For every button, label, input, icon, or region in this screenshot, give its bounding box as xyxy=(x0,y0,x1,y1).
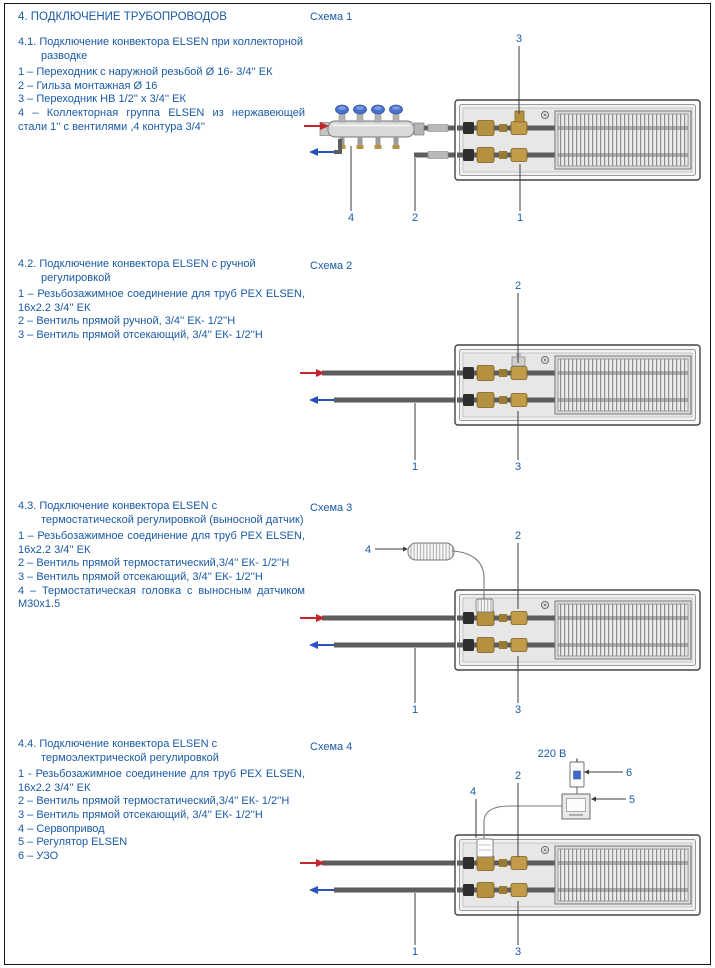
legend-item: 2 – Гильза монтажная Ø 16 xyxy=(18,79,158,92)
schema-2-diagram: 2 1 3 xyxy=(299,280,700,473)
callout-number: 1 xyxy=(517,212,523,224)
supply-arrow-icon xyxy=(299,368,326,378)
section-heading: 4.4. Подключение конвектора ELSEN с терм… xyxy=(18,738,219,764)
return-arrow-icon xyxy=(308,395,335,405)
convector-unit xyxy=(455,345,700,425)
legend-item: 4 – Сервопривод xyxy=(18,822,105,835)
section-heading: 4.2. Подключение конвектора ELSEN с ручн… xyxy=(18,258,256,284)
callout-number: 4 xyxy=(348,212,354,224)
page-title: 4. ПОДКЛЮЧЕНИЕ ТРУБОПРОВОДОВ xyxy=(18,11,227,23)
callout-arrowhead xyxy=(403,546,408,552)
callout-arrowhead xyxy=(591,796,596,802)
return-elbow xyxy=(334,139,342,154)
page-border xyxy=(4,3,711,965)
schema-2-label: Схема 2 xyxy=(310,260,353,272)
mounting-sleeve xyxy=(427,151,449,159)
legend-item: 2 – Вентиль прямой ручной, 3/4'' ЕК- 1/2… xyxy=(18,315,236,328)
callout-number: 2 xyxy=(412,212,418,224)
manifold-valve xyxy=(353,104,367,149)
callout-number: 1 xyxy=(412,461,418,473)
section-4-4: 4.4. Подключение конвектора ELSEN с терм… xyxy=(18,738,305,863)
return-arrow-icon xyxy=(308,640,335,650)
section-4-3: 4.3. Подключение конвектора ELSEN с терм… xyxy=(18,500,305,612)
callout-number: 3 xyxy=(515,704,521,716)
legend-item: 1 – Резьбозажимное соединение для труб P… xyxy=(18,288,305,314)
legend-item: 4 – Термостатическая головка с выносным … xyxy=(18,584,305,611)
legend-item: 1 – Переходник с наружной резьбой Ø 16- … xyxy=(18,66,273,79)
legend-item: 5 – Регулятор ELSEN xyxy=(18,836,128,849)
supply-arrow-icon xyxy=(299,858,326,868)
servo-actuator xyxy=(476,838,494,858)
callout-number: 5 xyxy=(629,794,635,806)
legend-item: 3 – Вентиль прямой отсекающий, 3/4'' ЕК-… xyxy=(18,570,263,583)
legend-item: 3 – Вентиль прямой отсекающий, 3/4'' ЕК-… xyxy=(18,328,263,341)
legend-item: 1 - Резьбозажимное соединение для труб P… xyxy=(18,768,305,794)
thermostatic-head xyxy=(475,598,494,613)
schema-4-label: Схема 4 xyxy=(310,741,353,753)
callout-number: 2 xyxy=(515,770,521,782)
callout-number: 2 xyxy=(515,530,521,542)
section-4-1: 4.1. Подключение конвектора ELSEN при ко… xyxy=(18,36,305,134)
schema-3-label: Схема 3 xyxy=(310,502,353,514)
legend-item: 2 – Вентиль прямой термостатический,3/4'… xyxy=(18,557,290,570)
callout-number: 4 xyxy=(470,786,476,798)
manifold-valve xyxy=(389,104,403,149)
callout-number: 3 xyxy=(515,946,521,958)
manifold-group xyxy=(319,104,425,149)
convector-unit xyxy=(455,100,700,180)
legend-item: 3 – Переходник НВ 1/2'' х 3/4'' ЕК xyxy=(18,93,186,106)
voltage-label: 220 В xyxy=(538,748,567,760)
callout-number: 1 xyxy=(412,704,418,716)
legend-item: 6 – УЗО xyxy=(18,849,59,862)
control-wire xyxy=(483,805,562,840)
section-4-2: 4.2. Подключение конвектора ELSEN с ручн… xyxy=(18,258,305,343)
return-arrow-icon xyxy=(308,147,335,157)
legend-item: 1 – Резьбозажимное соединение для труб P… xyxy=(18,530,305,556)
manifold-valve xyxy=(371,104,385,149)
callout-number: 3 xyxy=(515,461,521,473)
callout-arrowhead xyxy=(584,769,589,775)
callout-number: 6 xyxy=(626,767,632,779)
section-heading: 4.1. Подключение конвектора ELSEN при ко… xyxy=(18,36,304,62)
callout-number: 4 xyxy=(365,544,371,556)
schema-3-diagram: 4 2 1 3 xyxy=(299,530,700,716)
legend-item: 2 – Вентиль прямой термостатический,3/4'… xyxy=(18,795,290,808)
rcd-device xyxy=(569,758,585,788)
mounting-sleeve xyxy=(427,124,449,132)
callout-number: 1 xyxy=(412,946,418,958)
callout-number: 3 xyxy=(516,33,522,45)
return-arrow-icon xyxy=(308,885,335,895)
callout-number: 2 xyxy=(515,280,521,292)
capillary-tube xyxy=(451,550,485,600)
remote-sensor xyxy=(407,542,455,561)
supply-arrow-icon xyxy=(299,613,326,623)
schema-4-diagram: 220 В xyxy=(299,748,700,958)
legend-item: 3 – Вентиль прямой отсекающий, 3/4'' ЕК-… xyxy=(18,808,263,821)
regulator-device xyxy=(561,793,591,820)
legend-item: 4 – Коллекторная группа ELSEN из нержаве… xyxy=(18,106,305,133)
section-heading: 4.3. Подключение конвектора ELSEN с терм… xyxy=(18,500,304,526)
schema-1-diagram: 3 4 2 1 xyxy=(303,33,700,224)
schema-1-label: Схема 1 xyxy=(310,11,353,23)
